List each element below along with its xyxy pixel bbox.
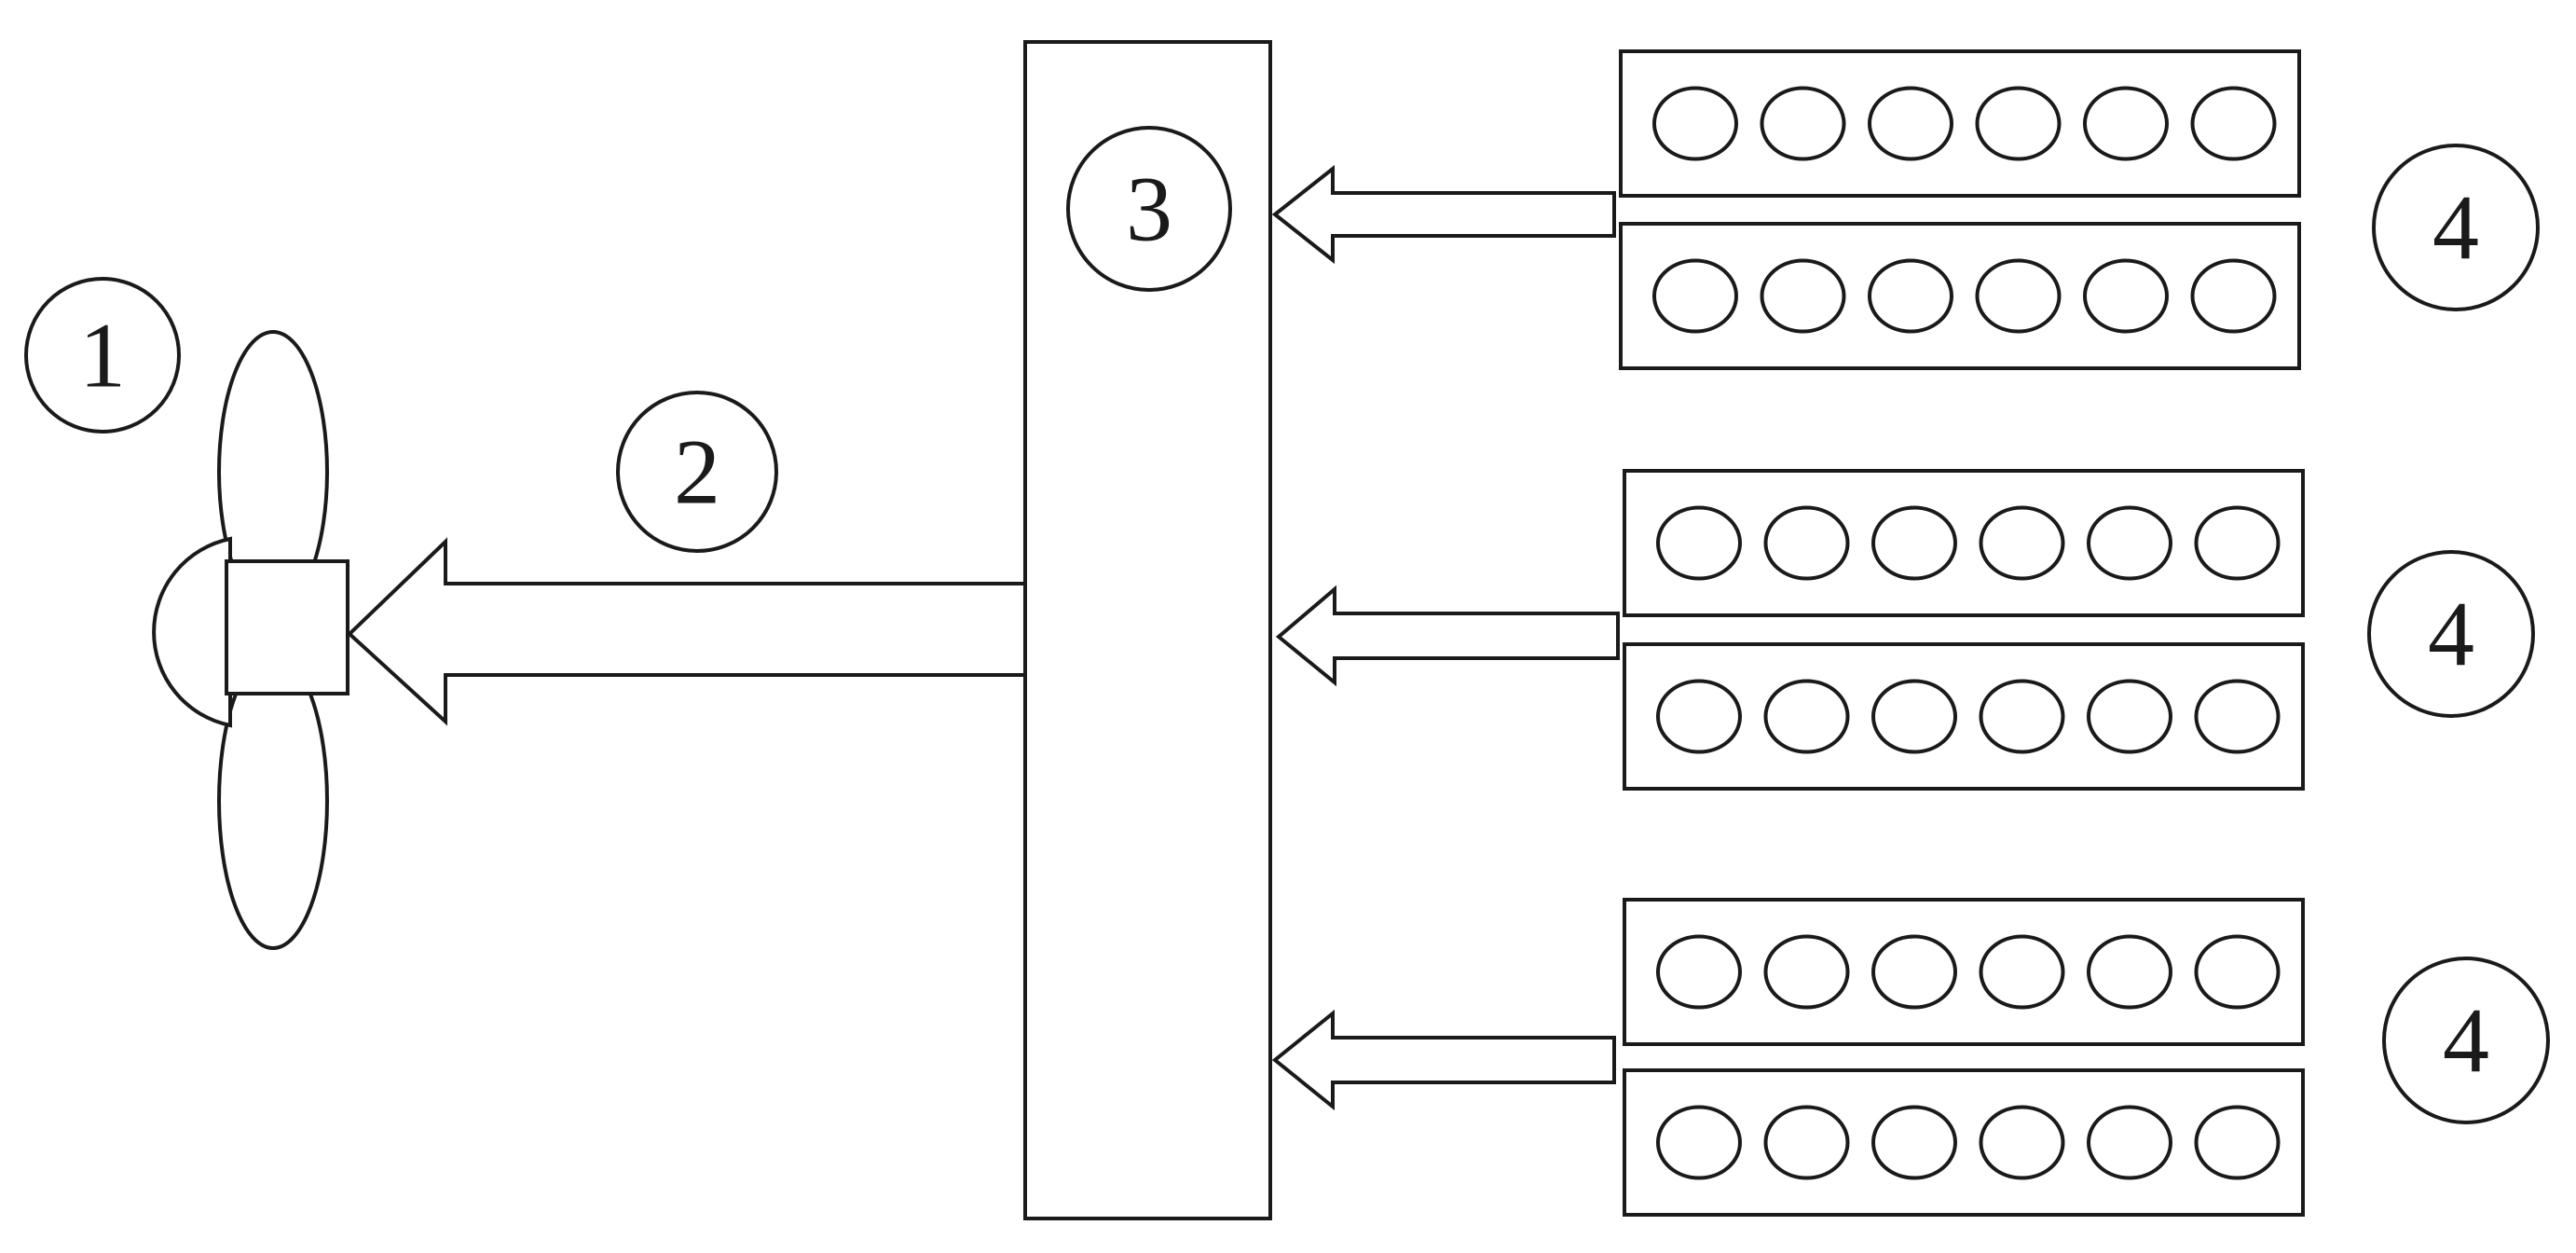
cylinder (1868, 86, 1953, 161)
label-circle (2382, 957, 2550, 1124)
cylinder (2087, 1105, 2172, 1180)
label-circle (1066, 126, 1232, 292)
label-text: 4 (2432, 176, 2479, 280)
propeller (152, 330, 349, 950)
label-circle (616, 391, 778, 553)
label-circle (2372, 144, 2540, 311)
cylinder (1975, 258, 2062, 334)
cylinder (2194, 1105, 2281, 1180)
cylinder (1979, 934, 2065, 1010)
cylinder (1979, 505, 2065, 581)
cylinder (2087, 679, 2172, 754)
shaft-arrow (347, 537, 1027, 726)
cylinder (1656, 1105, 1742, 1180)
cylinder (1763, 1105, 1850, 1180)
cylinder (1760, 258, 1846, 334)
cylinder (2194, 505, 2281, 581)
cylinder (2083, 86, 2169, 161)
label-3: 3 (1066, 126, 1232, 292)
cylinder (1871, 934, 1957, 1010)
cylinder (1656, 505, 1742, 581)
label-text: 1 (79, 304, 126, 407)
propeller-hub-dome (152, 536, 232, 728)
cylinder (1763, 679, 1850, 754)
engine-arrow-middle (1275, 585, 1620, 687)
cylinder (2087, 934, 2172, 1010)
label-2: 2 (616, 391, 778, 553)
cylinder (2190, 86, 2277, 161)
cylinder (1763, 505, 1850, 581)
engine-arrow-top (1271, 164, 1616, 265)
cylinder (1763, 934, 1850, 1010)
label-1: 1 (24, 277, 181, 434)
cylinder (1979, 679, 2065, 754)
label-4-bottom: 4 (2382, 957, 2550, 1124)
label-4-top: 4 (2372, 144, 2540, 311)
cylinder (2087, 505, 2172, 581)
label-text: 4 (2428, 583, 2474, 686)
engine-arrow-bottom (1271, 1009, 1616, 1111)
cylinder (1652, 258, 1738, 334)
cylinder (2190, 258, 2277, 334)
cylinder (1656, 679, 1742, 754)
label-circle (2367, 550, 2535, 718)
engine-group (1619, 49, 2305, 1217)
cylinder (2194, 934, 2281, 1010)
cylinder (1652, 86, 1738, 161)
cylinder (1760, 86, 1846, 161)
propeller-hub (225, 559, 349, 695)
cylinder (1979, 1105, 2065, 1180)
label-text: 3 (1126, 158, 1172, 261)
label-text: 2 (674, 420, 720, 524)
label-circle (24, 277, 181, 434)
cylinder (1656, 934, 1742, 1010)
cylinder (1868, 258, 1953, 334)
propeller-blade-bottom (217, 652, 329, 950)
cylinder (1975, 86, 2062, 161)
cylinder (1871, 679, 1957, 754)
cylinder (1871, 505, 1957, 581)
label-text: 4 (2443, 989, 2489, 1093)
label-4-middle: 4 (2367, 550, 2535, 718)
cylinder (2194, 679, 2281, 754)
cylinder (1871, 1105, 1957, 1180)
cylinder (2083, 258, 2169, 334)
